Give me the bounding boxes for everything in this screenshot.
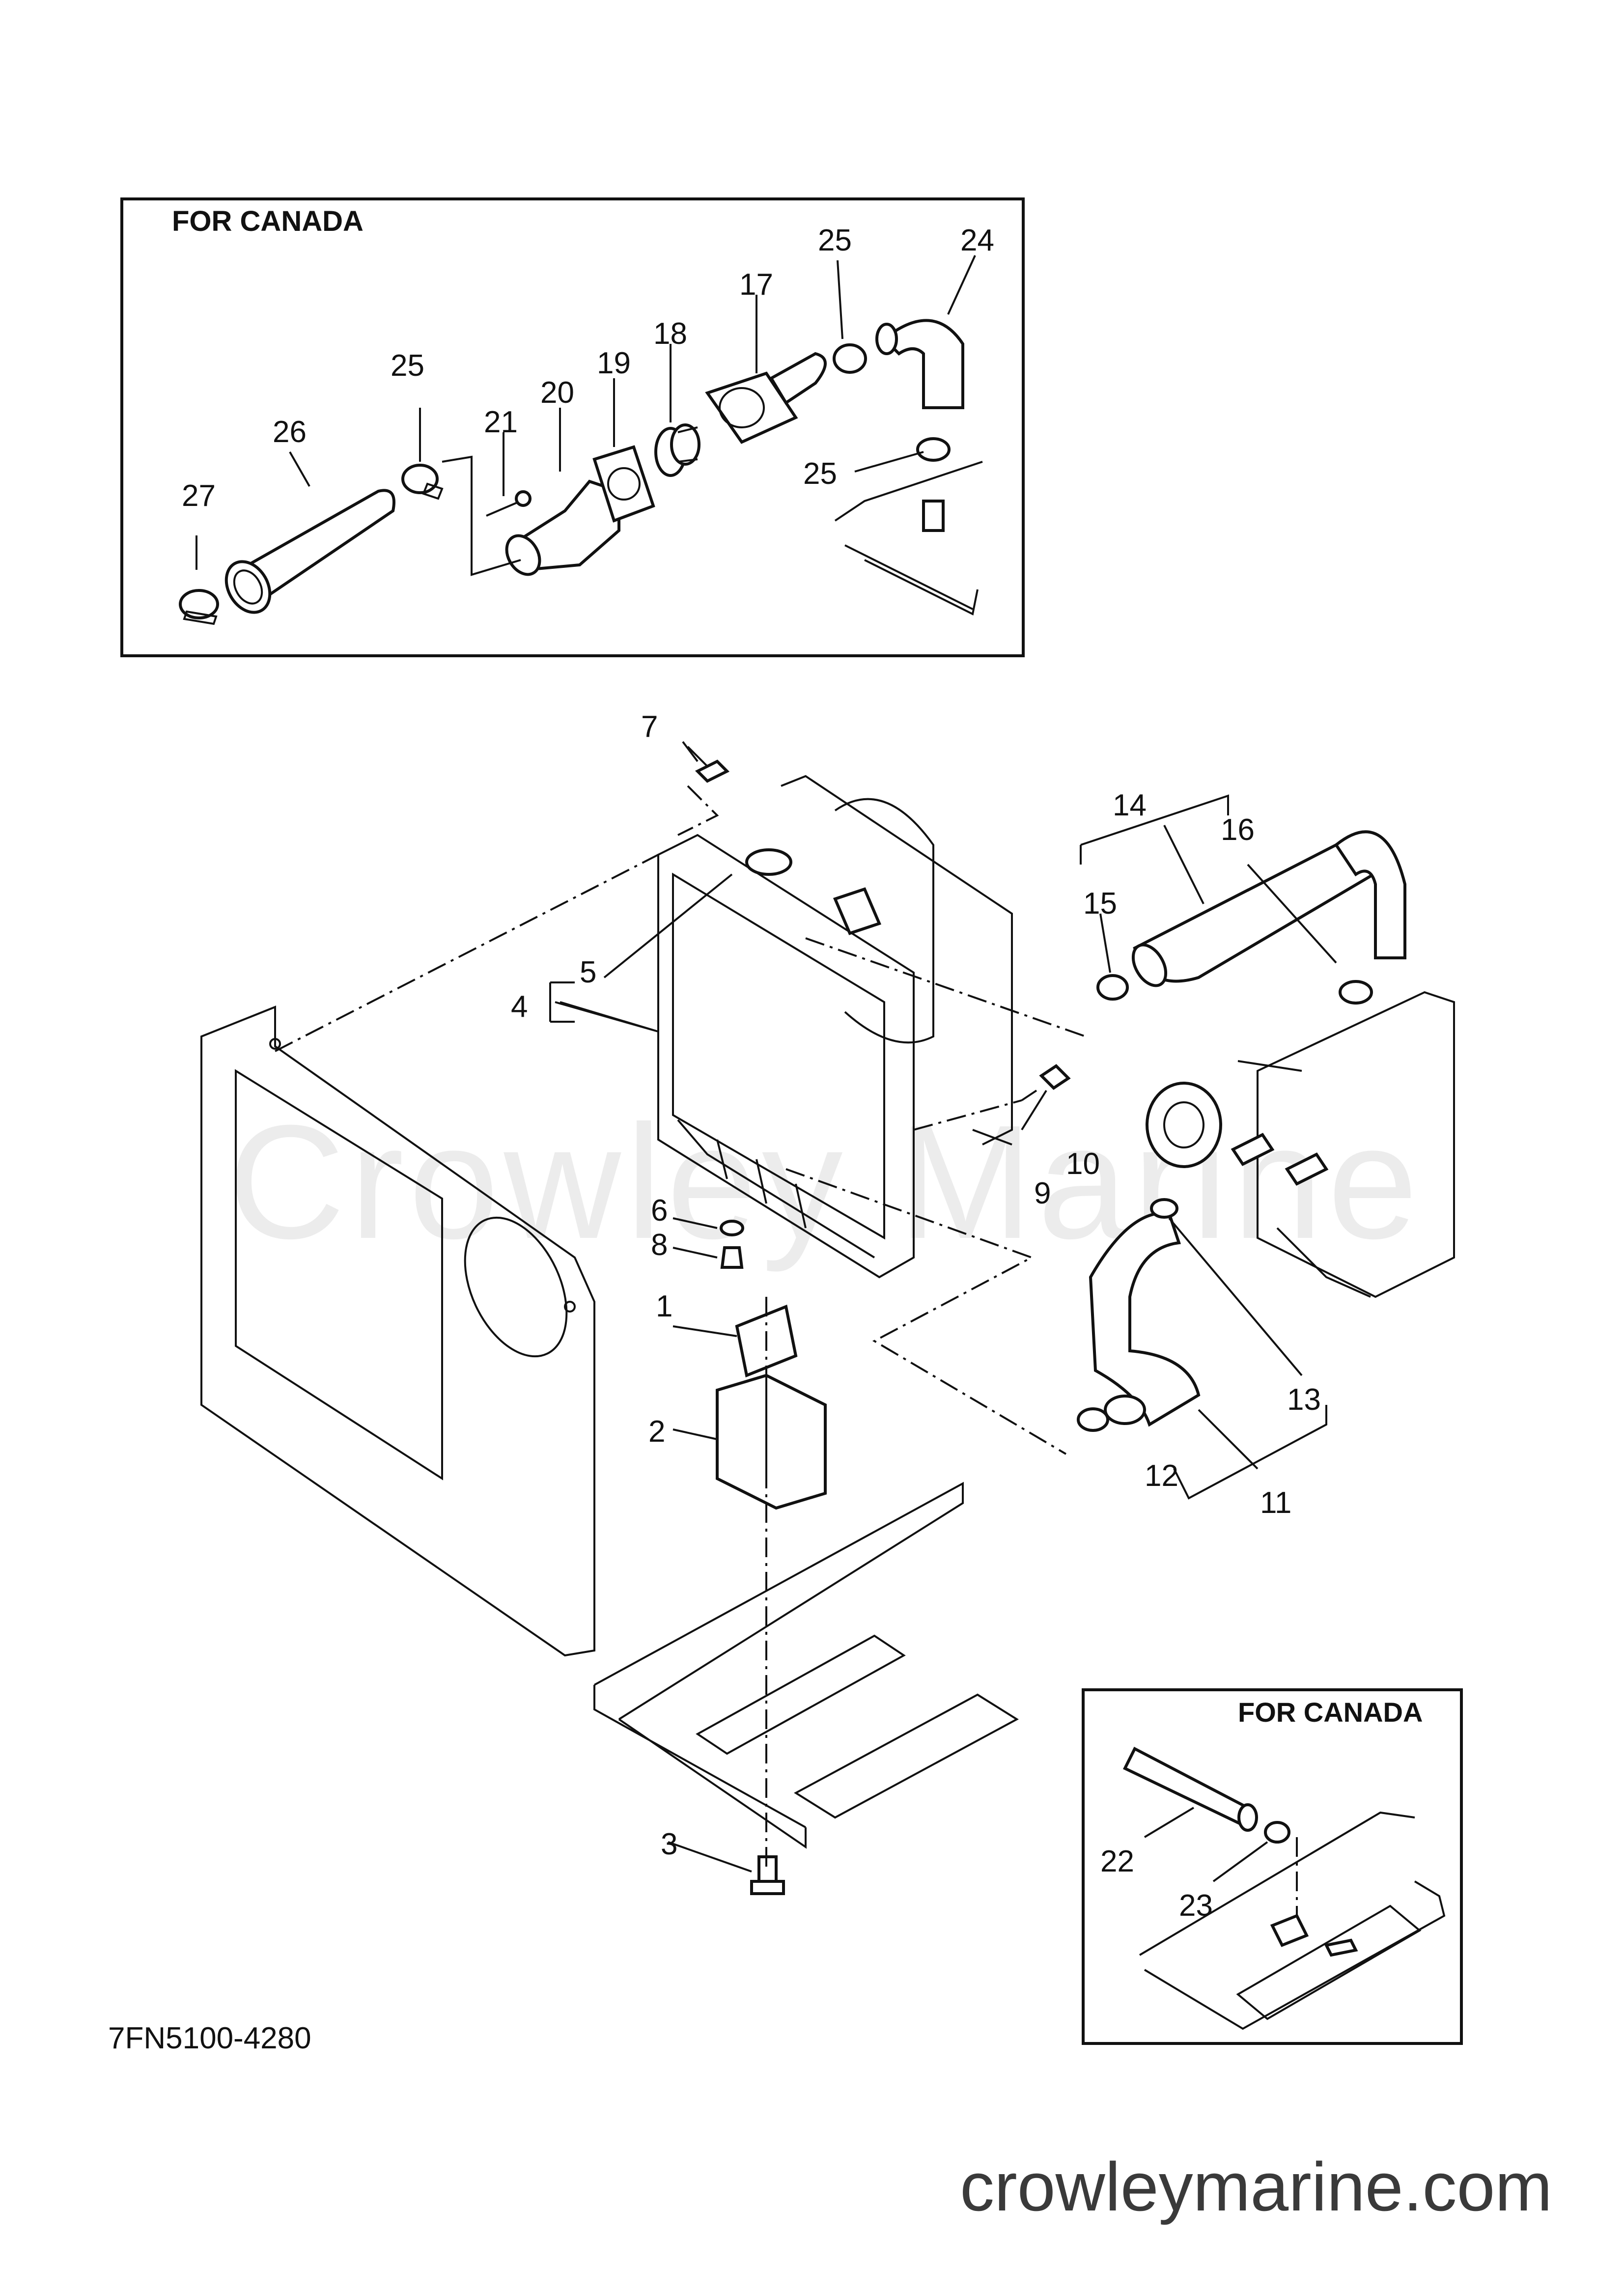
- callout-3: 3: [661, 1827, 677, 1861]
- callout-8: 8: [651, 1228, 668, 1262]
- part-14-hose[interactable]: [1126, 830, 1406, 991]
- inset-bottom-title: FOR CANADA: [1238, 1697, 1423, 1728]
- part-24-hose[interactable]: [875, 319, 964, 409]
- callout-15: 15: [1083, 887, 1117, 921]
- part-2-bracket[interactable]: [716, 1373, 827, 1510]
- callout-20: 20: [540, 376, 574, 410]
- callout-6: 6: [651, 1194, 668, 1228]
- callout-14: 14: [1113, 788, 1147, 822]
- part-26-hose[interactable]: [218, 489, 395, 620]
- callout-22: 22: [1100, 1845, 1134, 1878]
- part-13-clamp[interactable]: [1150, 1198, 1178, 1219]
- callout-1: 1: [656, 1289, 672, 1323]
- callout-4: 4: [511, 990, 528, 1024]
- inset-top-frame: [120, 197, 1025, 657]
- callout-24: 24: [960, 224, 994, 257]
- engine-block: [1146, 991, 1455, 1298]
- callout-25-a: 25: [391, 349, 424, 383]
- part-15-clamp[interactable]: [1096, 974, 1129, 1001]
- part-25-clamp-a[interactable]: [401, 464, 444, 500]
- callout-19: 19: [597, 346, 631, 380]
- callout-17: 17: [739, 268, 773, 302]
- callout-11: 11: [1260, 1486, 1291, 1520]
- callout-26: 26: [273, 415, 307, 449]
- inset-top: FOR CANADA: [120, 197, 1025, 657]
- engine-fitting-bottom: [1139, 1811, 1446, 2030]
- main-assembly: 7 5 4 6 8 1 2 3 9 10 14 15 16 13 12 11: [200, 710, 1455, 1895]
- part-25-clamp-c[interactable]: [916, 437, 951, 462]
- part-25-clamp-b[interactable]: [833, 343, 867, 374]
- part-7-bolt[interactable]: [687, 746, 730, 783]
- callout-25-b: 25: [818, 224, 852, 257]
- diagram-code: 7FN5100-4280: [108, 2021, 311, 2055]
- shroud-panel: [200, 1006, 595, 1657]
- part-16-clamp[interactable]: [1339, 980, 1373, 1005]
- footer-url[interactable]: crowleymarine.com: [960, 2148, 1552, 2225]
- part-10-bolt[interactable]: [1021, 1064, 1071, 1101]
- radiator[interactable]: [657, 775, 1013, 1279]
- part-19-gasket[interactable]: [592, 445, 655, 523]
- callout-21: 21: [484, 405, 518, 439]
- callout-18: 18: [653, 317, 687, 351]
- base-plate: [593, 1482, 1019, 1849]
- part-18-thermostat[interactable]: [654, 423, 700, 477]
- part-11-hose[interactable]: [1089, 1211, 1201, 1427]
- part-23-clamp[interactable]: [1264, 1821, 1290, 1844]
- part-17-housing[interactable]: [705, 352, 827, 444]
- part-6-washer[interactable]: [720, 1220, 744, 1236]
- callout-2: 2: [648, 1415, 665, 1449]
- part-22-hose[interactable]: [1122, 1746, 1258, 1832]
- inset-bottom-frame: [1082, 1688, 1463, 2045]
- callout-13: 13: [1287, 1383, 1321, 1417]
- callout-27: 27: [182, 479, 216, 513]
- part-21-bolt[interactable]: [486, 490, 532, 517]
- callout-5: 5: [580, 955, 596, 989]
- callout-16: 16: [1221, 813, 1255, 847]
- engine-fitting-top: [834, 461, 983, 615]
- watermark: Crowley Marine: [228, 1091, 1423, 1273]
- callout-25-c: 25: [803, 457, 837, 491]
- callout-7: 7: [641, 710, 658, 744]
- part-27-clamp[interactable]: [179, 589, 219, 625]
- inset-top-title: FOR CANADA: [172, 205, 364, 237]
- part-8-drain-plug[interactable]: [720, 1246, 744, 1269]
- callout-9: 9: [1034, 1176, 1051, 1210]
- callout-10: 10: [1066, 1147, 1100, 1181]
- inset-bottom: FOR CANADA 22 23: [1082, 1688, 1463, 2045]
- callout-23: 23: [1179, 1889, 1213, 1923]
- callout-12: 12: [1145, 1459, 1178, 1493]
- part-12-clamp[interactable]: [1077, 1407, 1109, 1432]
- part-3-bolt[interactable]: [750, 1855, 785, 1895]
- part-20-elbow[interactable]: [500, 479, 620, 580]
